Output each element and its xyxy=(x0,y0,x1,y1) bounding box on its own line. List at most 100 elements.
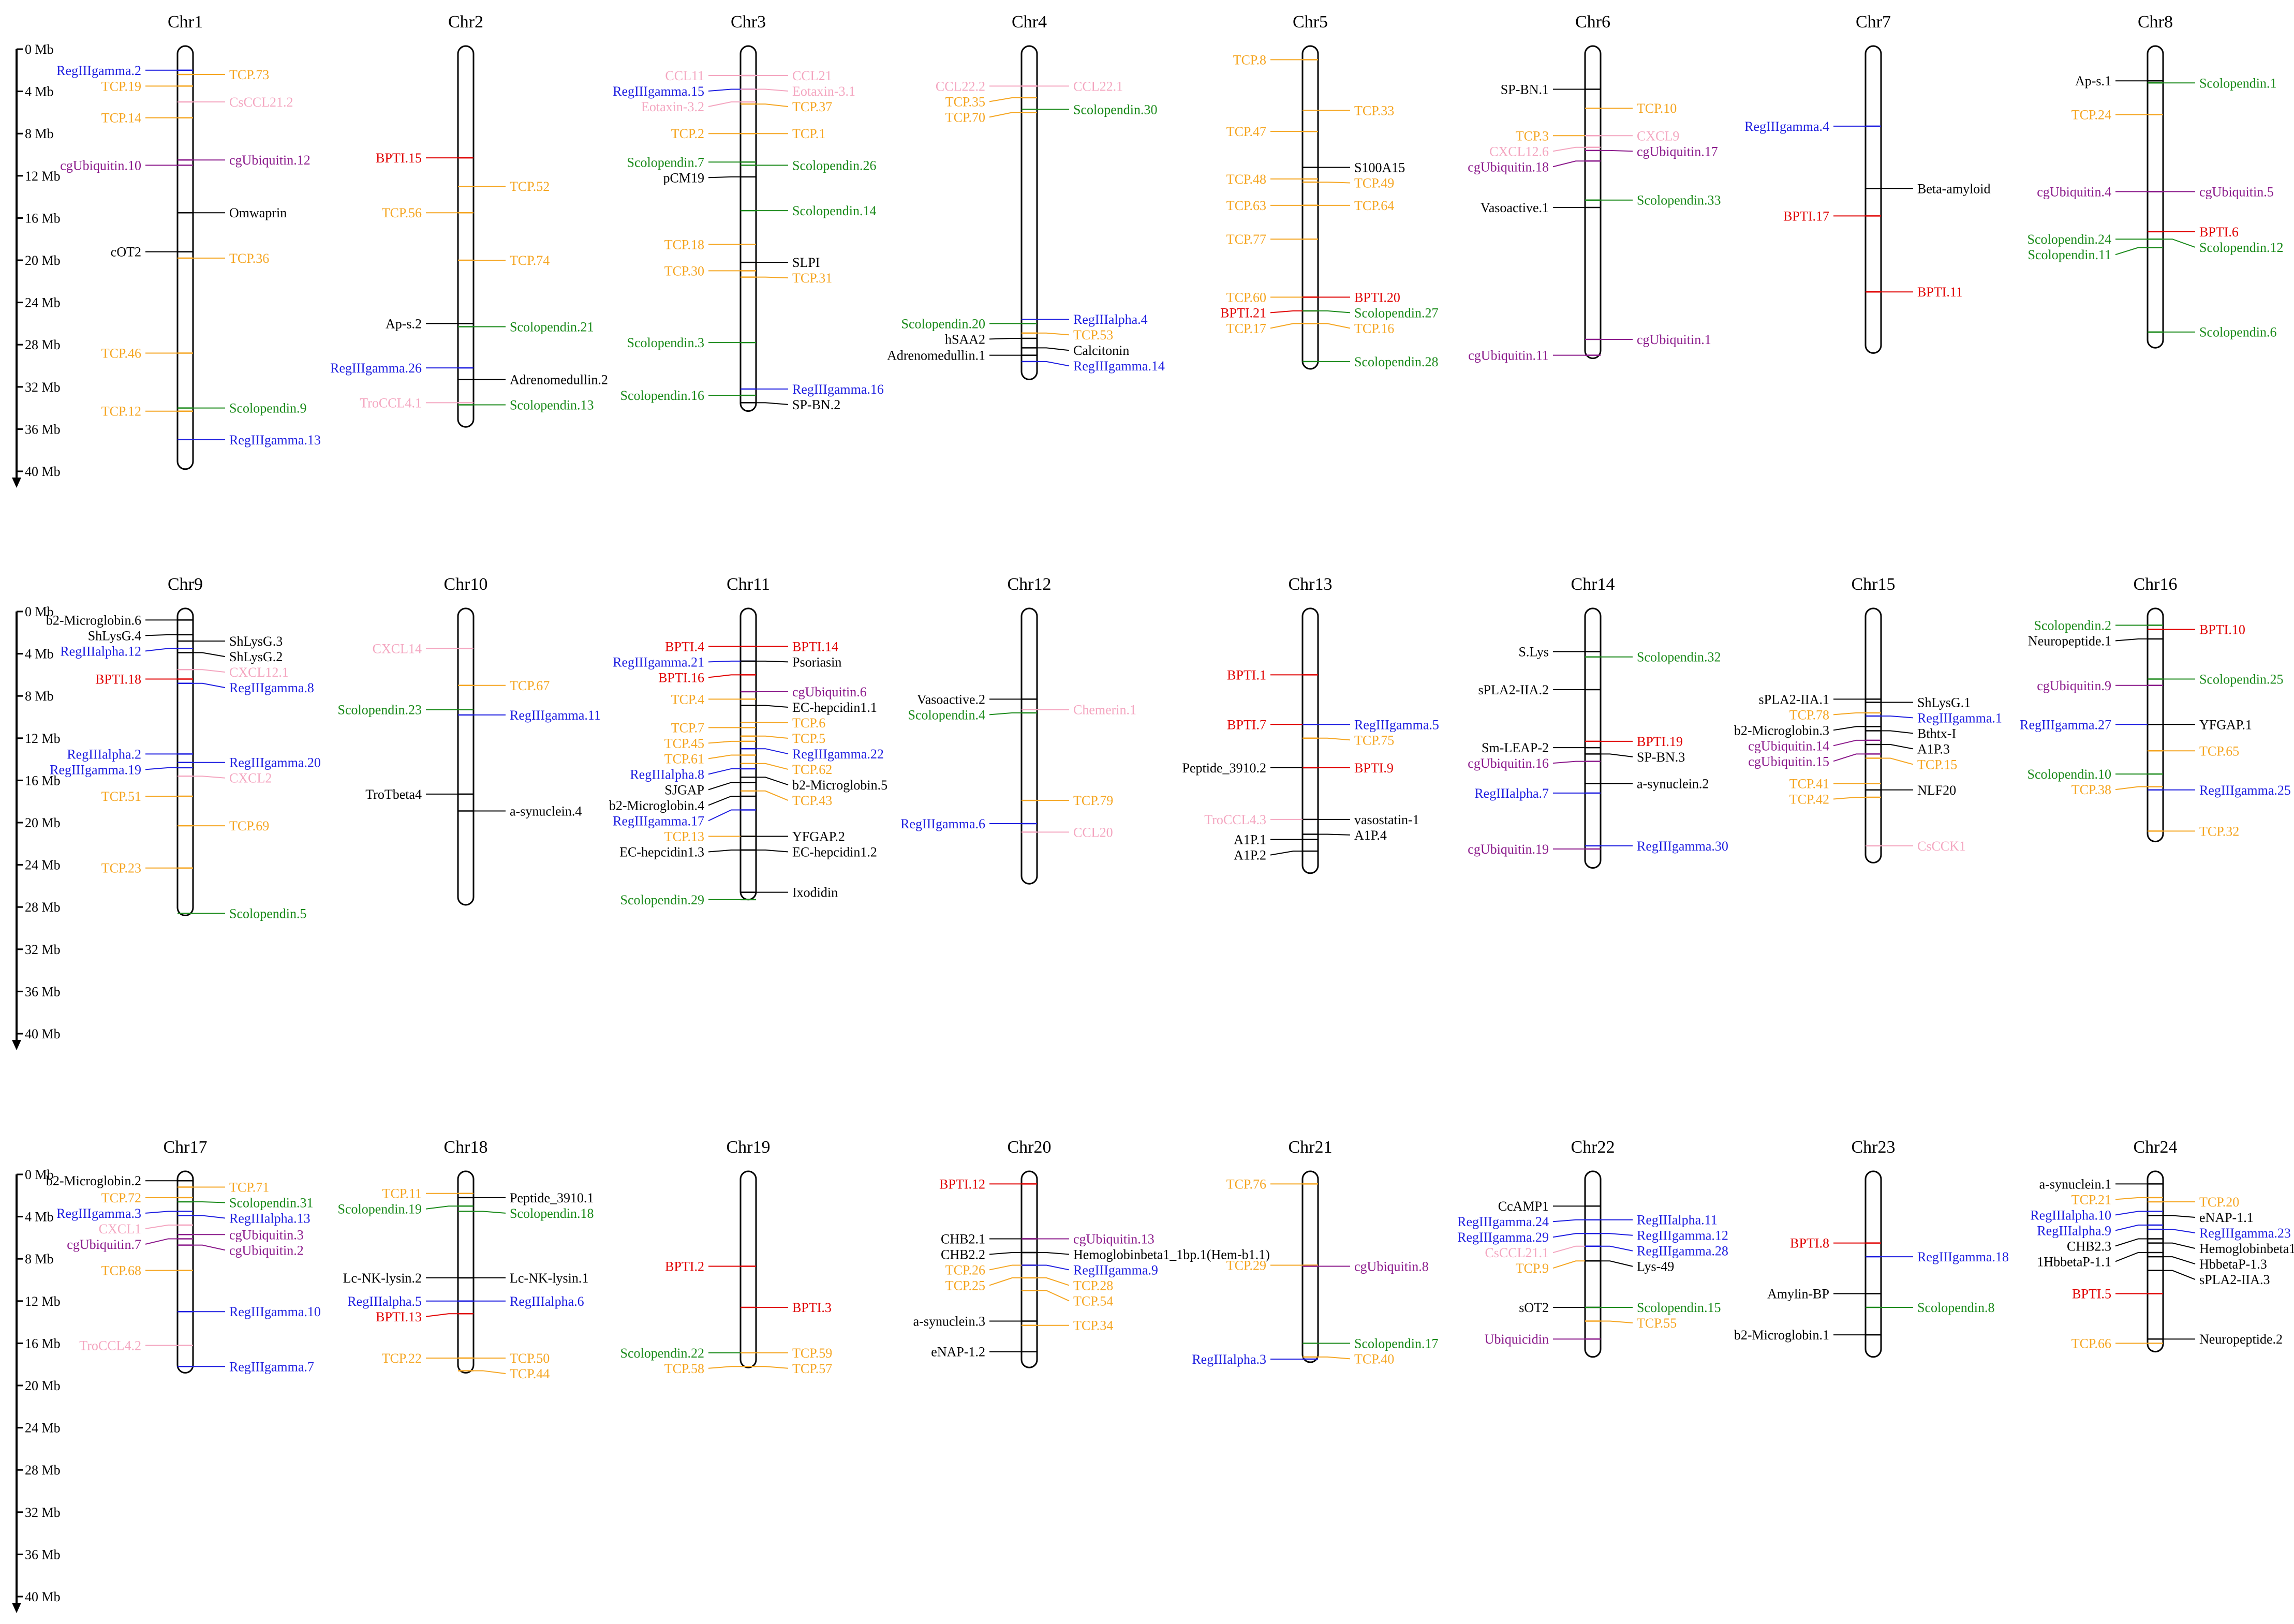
gene-marker: cgUbiquitin.8 xyxy=(1303,1259,1429,1274)
gene-label: TCP.36 xyxy=(229,251,269,266)
gene-label: TCP.76 xyxy=(1226,1176,1266,1191)
gene-label: TCP.21 xyxy=(2071,1192,2111,1207)
gene-marker: A1P.3 xyxy=(1866,741,1950,756)
gene-marker: TCP.24 xyxy=(2071,107,2163,122)
gene-marker: cgUbiquitin.6 xyxy=(741,684,867,699)
gene-label: TCP.46 xyxy=(101,346,141,361)
gene-marker: TCP.31 xyxy=(741,271,832,286)
gene-label: TCP.61 xyxy=(664,751,704,766)
chromosome-body xyxy=(739,45,757,412)
gene-marker: TCP.5 xyxy=(741,731,825,746)
gene-label: ShLysG.4 xyxy=(88,628,141,643)
gene-label: SP-BN.2 xyxy=(792,397,840,412)
gene-marker: Scolopendin.10 xyxy=(2027,767,2163,782)
gene-marker: TCP.3 xyxy=(1516,128,1601,143)
gene-marker: TCP.67 xyxy=(458,678,550,693)
chromosome-chr2: Chr2BPTI.15TCP.56Ap-s.2RegIIIgamma.26Tro… xyxy=(330,12,608,428)
gene-label: CsCCL21.2 xyxy=(229,95,293,110)
chromosome-chr19: Chr19BPTI.2Scolopendin.22TCP.58BPTI.3TCP… xyxy=(620,1138,833,1376)
gene-marker: S.Lys xyxy=(1518,645,1601,660)
chromosome-chr22: Chr22CcAMP1RegIIIgamma.24RegIIIgamma.29C… xyxy=(1457,1138,1728,1358)
gene-label: BPTI.2 xyxy=(665,1259,704,1274)
gene-label: BPTI.18 xyxy=(95,672,141,687)
gene-marker: EC-hepcidin1.1 xyxy=(741,700,877,715)
gene-marker: CXCL12.1 xyxy=(177,665,289,680)
gene-connector xyxy=(1833,797,1866,800)
chromosome-chr7: Chr7RegIIIgamma.4BPTI.17Beta-amyloidBPTI… xyxy=(1744,12,1991,354)
gene-label: RegIIIgamma.15 xyxy=(613,84,704,99)
gene-marker: A1P.2 xyxy=(1234,848,1318,863)
gene-label: TCP.56 xyxy=(382,205,422,220)
gene-marker: BPTI.12 xyxy=(939,1176,1037,1191)
gene-label: Lc-NK-lysin.2 xyxy=(343,1271,422,1286)
gene-marker: cgUbiquitin.18 xyxy=(1468,159,1601,174)
gene-marker: CCL20 xyxy=(1022,825,1113,840)
gene-connector xyxy=(756,722,789,724)
gene-connector xyxy=(2163,1215,2196,1218)
chromosome-chr24: Chr24a-synuclein.1TCP.21RegIIIalpha.10Re… xyxy=(2030,1138,2294,1353)
gene-label: Calcitonin xyxy=(1073,343,1129,358)
gene-label: Amylin-BP xyxy=(1767,1287,1829,1302)
chromosome-body xyxy=(457,45,475,428)
gene-marker: Sm-LEAP-2 xyxy=(1482,740,1601,755)
gene-marker: Scolopendin.22 xyxy=(620,1346,756,1361)
gene-marker: RegIIIgamma.7 xyxy=(177,1359,314,1374)
axis-tick-label: 24 Mb xyxy=(25,1421,61,1436)
gene-label: BPTI.4 xyxy=(665,639,704,654)
gene-marker: Neuropeptide.2 xyxy=(2148,1332,2283,1347)
gene-connector xyxy=(1601,753,1633,757)
gene-label: RegIIIalpha.8 xyxy=(630,767,704,782)
gene-marker: Neuropeptide.1 xyxy=(2028,634,2163,649)
gene-marker: Scolopendin.33 xyxy=(1585,193,1721,208)
gene-connector xyxy=(1552,1260,1585,1269)
gene-marker: Eotaxin-3.2 xyxy=(641,99,756,114)
gene-label: EC-hepcidin1.1 xyxy=(792,700,877,715)
gene-marker: TCP.10 xyxy=(1585,101,1677,116)
gene-label: Scolopendin.27 xyxy=(1354,305,1439,320)
chromosome-chr15: Chr15sPLA2-IIA.1TCP.78b2-Microglobin.3cg… xyxy=(1734,575,2002,863)
gene-label: b2-Microglobin.6 xyxy=(46,613,141,628)
gene-marker: RegIIIgamma.12 xyxy=(1585,1228,1728,1243)
gene-label: RegIIIgamma.16 xyxy=(792,382,884,397)
gene-marker: RegIIIgamma.8 xyxy=(177,680,314,695)
axis-tick-label: 4 Mb xyxy=(25,647,54,662)
gene-marker: TCP.61 xyxy=(664,751,756,766)
gene-label: SP-BN.3 xyxy=(1637,750,1685,765)
gene-marker: Scolopendin.24 xyxy=(2027,232,2163,247)
gene-marker: TCP.48 xyxy=(1226,172,1318,187)
gene-label: RegIIIgamma.4 xyxy=(1744,119,1829,134)
gene-marker: Scolopendin.17 xyxy=(1303,1336,1439,1351)
gene-connector xyxy=(1552,1219,1585,1223)
chromosome-title: Chr5 xyxy=(1293,12,1328,32)
chromosome-chr10: Chr10CXCL14Scolopendin.23TroTbeta4TCP.67… xyxy=(338,575,601,906)
gene-connector xyxy=(1037,1251,1070,1255)
chromosome-title: Chr20 xyxy=(1008,1138,1052,1157)
gene-label: BPTI.8 xyxy=(1790,1236,1829,1251)
chromosome-body xyxy=(1301,607,1319,874)
gene-marker: TCP.70 xyxy=(945,110,1037,125)
gene-marker: CXCL1 xyxy=(99,1221,193,1236)
gene-label: cgUbiquitin.19 xyxy=(1468,842,1549,857)
axis-tick-label: 32 Mb xyxy=(25,1505,61,1520)
gene-connector xyxy=(145,648,177,652)
gene-connector xyxy=(2115,1251,2148,1262)
gene-marker: RegIIIalpha.8 xyxy=(630,767,756,782)
gene-label: BPTI.15 xyxy=(376,151,422,166)
gene-label: b2-Microglobin.3 xyxy=(1734,723,1829,738)
gene-marker: cgUbiquitin.7 xyxy=(67,1237,193,1252)
gene-label: RegIIIgamma.21 xyxy=(613,654,704,669)
gene-connector xyxy=(989,337,1022,340)
gene-connector xyxy=(989,112,1022,118)
gene-label: TCP.72 xyxy=(101,1190,141,1205)
gene-marker: BPTI.11 xyxy=(1866,285,1963,300)
gene-marker: Psoriasin xyxy=(741,654,841,669)
gene-marker: RegIIIgamma.27 xyxy=(2020,717,2163,732)
gene-label: BPTI.7 xyxy=(1227,717,1266,732)
gene-label: ShLysG.2 xyxy=(229,649,283,664)
gene-label: Eotaxin-3.1 xyxy=(792,84,855,99)
gene-marker: Ubiquicidin xyxy=(1485,1332,1601,1347)
gene-label: CsCCL21.1 xyxy=(1485,1245,1549,1260)
gene-label: TCP.5 xyxy=(792,731,825,746)
gene-marker: RegIIIgamma.13 xyxy=(177,433,321,448)
gene-marker: CsCCK1 xyxy=(1866,839,1966,854)
